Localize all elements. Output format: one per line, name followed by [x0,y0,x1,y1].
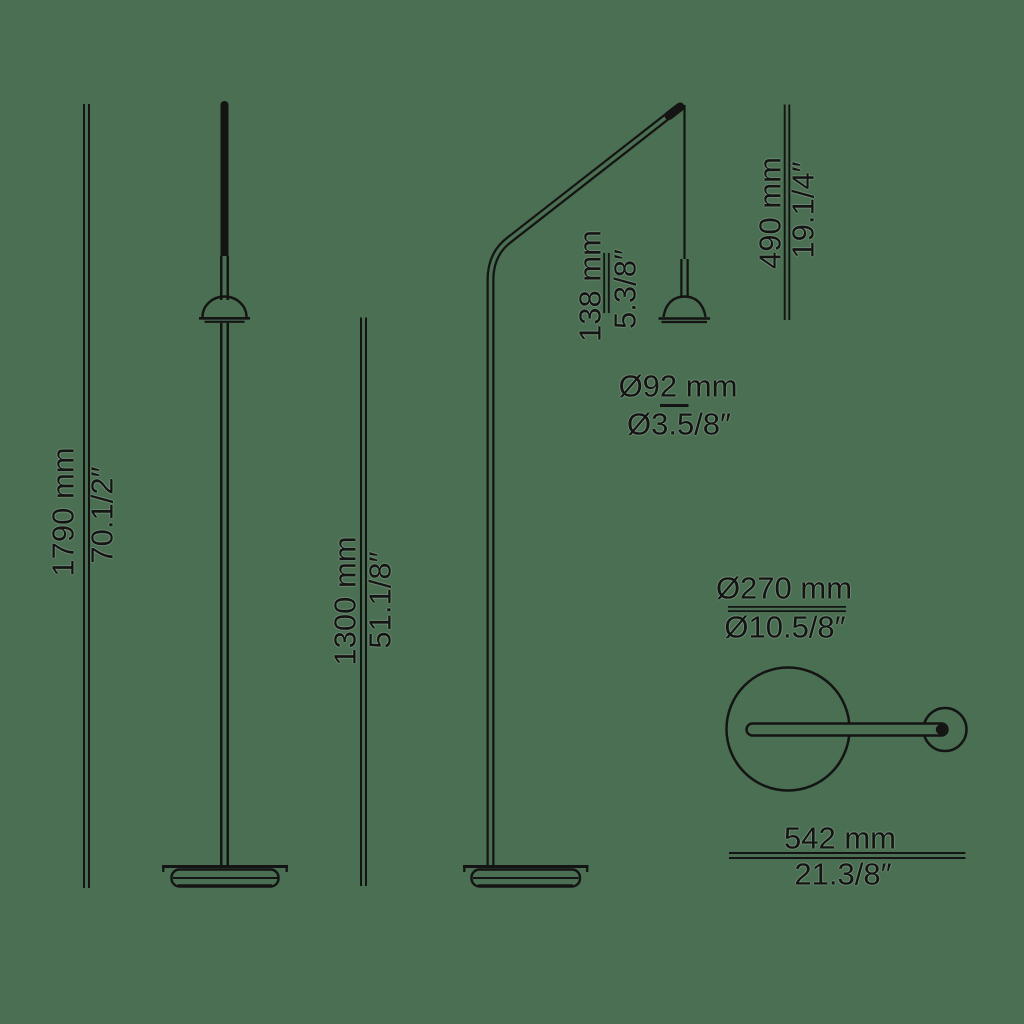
arm-head-joint [664,102,685,120]
front-shade-dome [201,295,248,318]
lamp-top-view [725,666,968,792]
dimension-line-head-drop [783,104,791,320]
side-base [463,865,589,888]
label-base-diameter-mm: Ø270 mm [715,570,853,606]
pendant-shade-dome [662,295,707,318]
label-arm-reach-mm: 542 mm [784,820,896,856]
lamp-front-view [162,101,288,888]
head-pivot-dot [935,724,947,735]
label-pendant-length-mm: 138 mm [572,230,608,342]
label-head-drop-in: 19.1/4″ [785,161,821,259]
label-shade-height-mm: 1300 mm [327,536,363,666]
side-pole-and-arm [486,105,680,866]
label-head-drop-mm: 490 mm [752,157,788,269]
arm-bar [745,722,949,737]
dimension-line-shade-height [360,317,367,886]
label-shade-diameter-mm: Ø92 mm [618,368,738,404]
label-base-diameter-in: Ø10.5/8″ [724,609,846,645]
lamp-side-view [463,102,710,888]
label-shade-height-in: 51.1/8″ [362,551,398,649]
label-arm-reach-in: 21.3/8″ [794,856,892,892]
front-base [162,865,288,888]
label-total-height-mm: 1790 mm [45,447,81,577]
label-shade-diameter-in: Ø3.5/8″ [626,406,732,442]
dimension-line-total-height [83,104,90,888]
label-total-height-in: 70.1/2″ [84,466,120,564]
label-pendant-length-in: 5.3/8″ [607,249,643,329]
